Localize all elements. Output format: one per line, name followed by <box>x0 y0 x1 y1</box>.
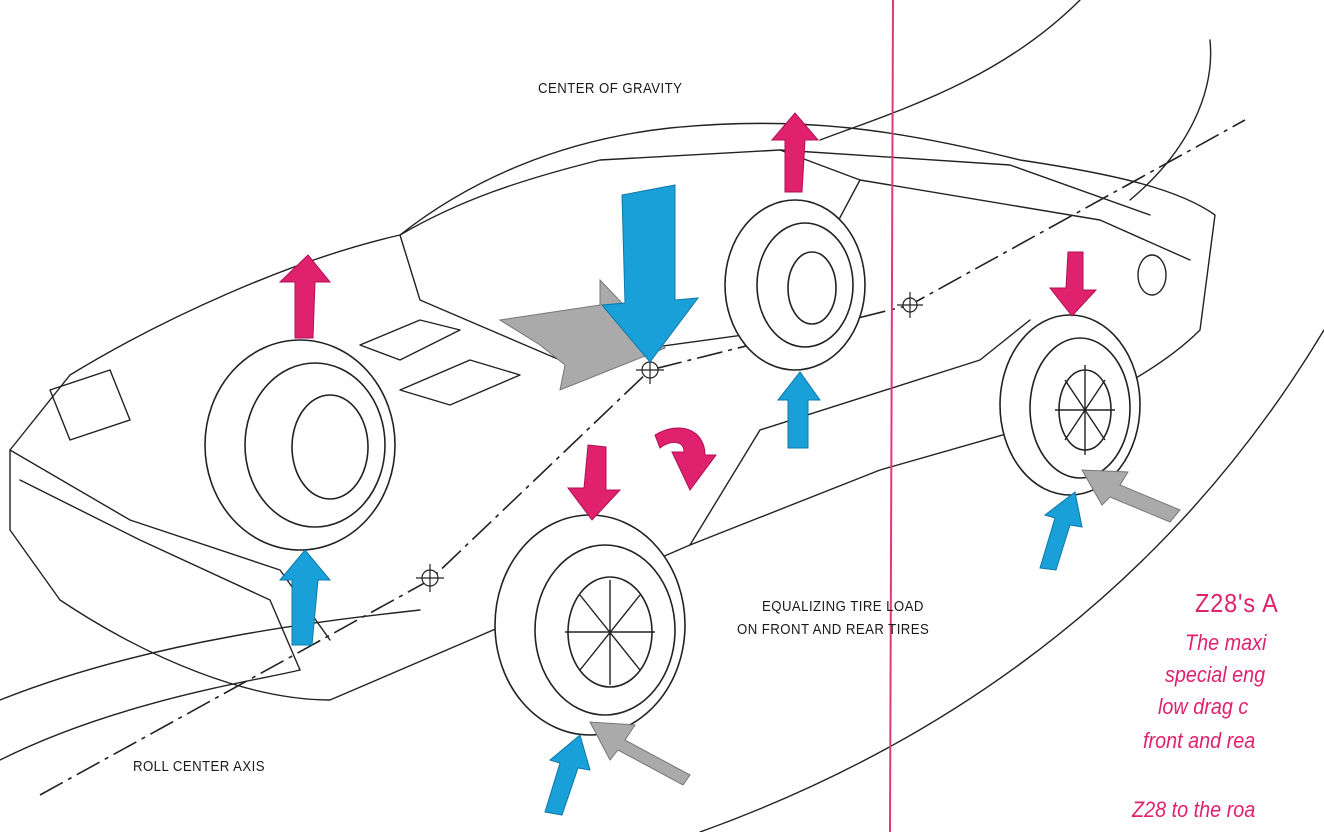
roll-center-axis-label: ROLL CENTER AXIS <box>133 758 265 775</box>
gray-arrow-front-tire <box>589 721 691 786</box>
wheel-front-right <box>494 514 686 736</box>
blue-arrow-rear-left-up <box>776 371 821 449</box>
z28-body-line-1: The maxi <box>1185 630 1267 655</box>
blue-arrow-rear-right-up <box>1039 491 1083 571</box>
rear-light <box>1137 254 1167 296</box>
road-curve-left-2 <box>0 669 301 761</box>
car-windshield <box>399 149 861 361</box>
car-body <box>9 122 1216 701</box>
hood-vent-1 <box>359 319 461 361</box>
blue-arrow-front-right-up <box>544 734 591 816</box>
z28-heading: Z28's A <box>1195 588 1279 618</box>
car-roof-line <box>779 149 1151 216</box>
wheel-front-left-raised <box>204 339 396 551</box>
headlight <box>49 369 131 441</box>
center-of-gravity-label: CENTER OF GRAVITY <box>538 80 683 97</box>
road-curve-right <box>699 329 1324 832</box>
equalizing-tire-load-label-line1: EQUALIZING TIRE LOAD <box>762 598 924 615</box>
z28-body-line-3: low drag c <box>1158 694 1249 719</box>
blue-arrow-center-down <box>600 184 700 363</box>
z28-body-line-2: special eng <box>1165 662 1266 687</box>
road-curve-top <box>819 0 1081 141</box>
pink-arrow-rear-left-up <box>770 112 820 193</box>
car-door-line <box>689 319 1031 546</box>
pink-arrow-front-left-up <box>278 254 332 339</box>
front-grille-2 <box>19 479 301 671</box>
gray-arrow-rear-tire <box>1081 469 1181 523</box>
pink-arrow-front-right-down <box>567 444 622 521</box>
page-fold-line <box>889 0 894 832</box>
road-curve-top-2 <box>1129 39 1212 201</box>
wheel-rear-right <box>999 314 1141 496</box>
road-curve-left <box>0 609 421 701</box>
wheel-rear-left-raised <box>724 199 866 371</box>
hood-vent-2 <box>399 359 521 406</box>
blue-arrow-front-left-up <box>278 549 332 646</box>
car-rear-deck <box>859 179 1191 261</box>
pink-roll-arrow <box>654 427 717 491</box>
z28-body-line-4: front and rea <box>1143 728 1256 753</box>
equalizing-tire-load-label-line2: ON FRONT AND REAR TIRES <box>737 621 930 638</box>
z28-body-line-5: Z28 to the roa <box>1132 797 1256 822</box>
pink-arrow-rear-right-down <box>1048 251 1098 317</box>
